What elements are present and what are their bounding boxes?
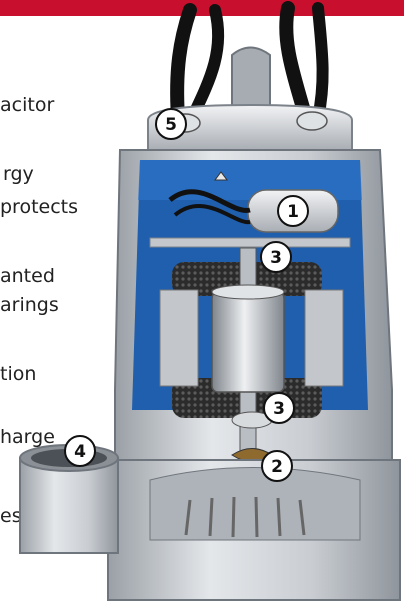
capacitor-plate	[149, 237, 351, 248]
callout-5-label: 5	[165, 115, 177, 135]
feature-text-bearings: arings tion	[0, 248, 59, 409]
feature-text-capacitor: acitor rgy	[0, 48, 54, 209]
feature-text-line: rgy	[3, 163, 34, 185]
callout-4-label: 4	[74, 442, 86, 462]
feature-text-line: harge	[0, 426, 55, 448]
feature-text-line: tion	[0, 363, 37, 385]
motor-rotor	[211, 291, 285, 393]
feature-text-line: anted	[0, 265, 55, 287]
callout-2: 2	[261, 450, 293, 482]
feature-text-line: protects	[0, 196, 79, 218]
cable-grommet	[296, 111, 328, 131]
feature-text-protects: protects anted	[0, 150, 78, 311]
callout-3-upper-label: 3	[270, 248, 282, 268]
impeller-vanes	[184, 496, 306, 538]
brand-top-bar	[0, 0, 404, 16]
callout-4: 4	[64, 435, 96, 467]
callout-3-upper: 3	[260, 241, 292, 273]
callout-1: 1	[277, 195, 309, 227]
callout-1-label: 1	[287, 202, 299, 222]
callout-5: 5	[155, 108, 187, 140]
callout-2-label: 2	[271, 457, 283, 477]
callout-3-lower-label: 3	[273, 399, 285, 419]
callout-3-lower: 3	[263, 392, 295, 424]
feature-text-line: acitor	[0, 94, 55, 116]
feature-text-line: arings	[0, 294, 59, 316]
